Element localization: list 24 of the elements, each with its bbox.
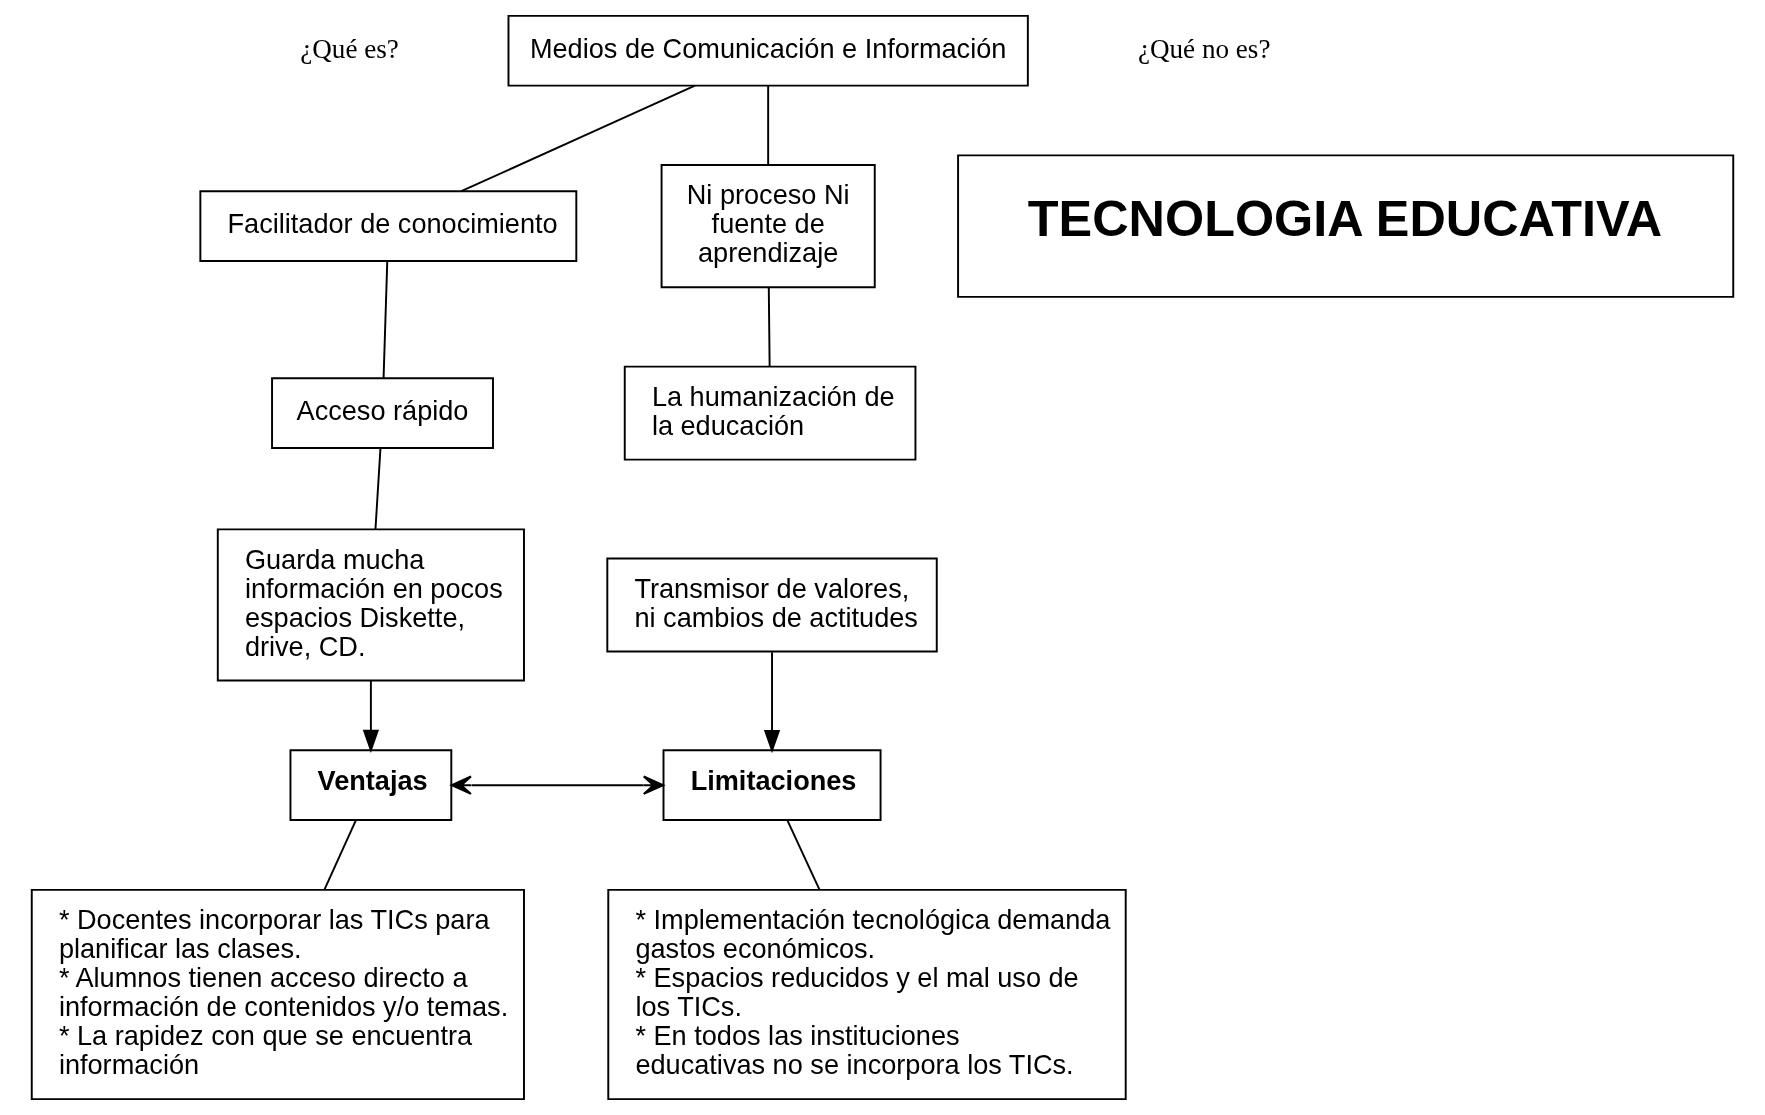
connector bbox=[767, 84, 770, 166]
node-box: Ventajas bbox=[289, 749, 453, 822]
arrow bbox=[450, 775, 665, 795]
connector bbox=[460, 84, 696, 193]
node-box: * Docentes incorporar las TICs para planificar las clases. * Alumnos tienen acceso directo a información de contenidos y/o temas. * La rapidez con que se encuentra información bbox=[30, 888, 525, 1101]
connector bbox=[323, 819, 357, 891]
node-box: Facilitador de conocimiento bbox=[199, 190, 578, 262]
node-box: Transmisor de valores, ni cambios de actitudes bbox=[606, 557, 938, 653]
node-box: Ni proceso Ni fuente de aprendizaje bbox=[660, 164, 876, 289]
connector bbox=[767, 286, 771, 368]
connector bbox=[786, 819, 821, 891]
node-box: * Implementación tecnológica demanda gastos económicos. * Espacios reducidos y el mal uso de los TICs. * En todos las instituciones educativas no se incorpora los TICs. bbox=[607, 888, 1127, 1101]
label: ¿Qué es? bbox=[300, 33, 399, 64]
node-box: Medios de Comunicación e Información bbox=[507, 14, 1029, 87]
arrow bbox=[362, 679, 380, 754]
node-box: Limitaciones bbox=[662, 749, 882, 822]
arrow bbox=[763, 651, 781, 754]
label: ¿Qué no es? bbox=[1137, 33, 1271, 64]
node-box: Acceso rápido bbox=[271, 377, 494, 449]
node-box: La humanización de la educación bbox=[623, 365, 917, 461]
connector bbox=[374, 447, 382, 531]
node-box: TECNOLOGIA EDUCATIVA bbox=[957, 154, 1735, 298]
connector bbox=[382, 260, 389, 379]
node-box: Guarda mucha información en pocos espacios Diskette, drive, CD. bbox=[216, 528, 525, 682]
